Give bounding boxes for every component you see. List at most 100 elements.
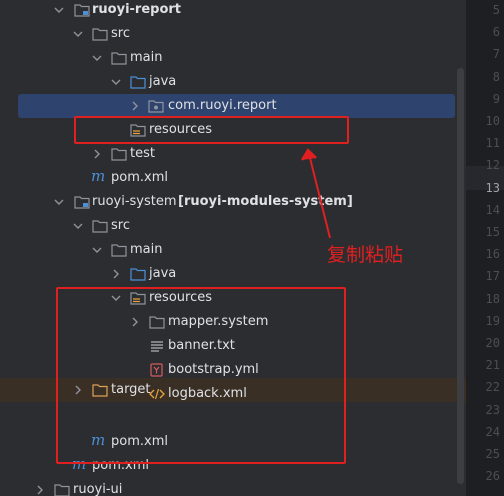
tree-row-pom[interactable]: m pom.xml <box>0 454 466 478</box>
project-tree: ruoyi-report src main java com.ruoyi.rep… <box>0 0 466 496</box>
tree-row-ruoyi-system[interactable]: ruoyi-system [ruoyi-modules-system] <box>0 190 466 214</box>
chevron-right-icon[interactable] <box>92 149 102 159</box>
source-root-folder-icon <box>130 267 146 281</box>
tree-item-label: main <box>130 242 163 257</box>
tree-item-label: pom.xml <box>111 170 168 185</box>
line-number: 12 <box>485 158 500 173</box>
tree-row-test[interactable]: test <box>0 142 466 166</box>
folder-icon <box>149 315 165 329</box>
excluded-folder-icon <box>92 383 108 397</box>
tree-item-label: resources <box>149 122 213 137</box>
selection-highlight <box>18 94 455 118</box>
module-folder-icon <box>74 3 90 17</box>
line-number: 25 <box>485 447 500 461</box>
tree-row-banner-txt[interactable]: banner.txt <box>0 334 466 358</box>
editor-gutter <box>466 0 504 496</box>
line-number: 5 <box>492 3 500 17</box>
line-number: 6 <box>492 25 500 40</box>
tree-item-label: src <box>111 26 130 41</box>
chevron-down-icon[interactable] <box>54 5 64 15</box>
annotation-text: 复制粘贴 <box>327 244 404 266</box>
chevron-right-icon[interactable] <box>73 385 83 395</box>
tree-row-bootstrap-yml[interactable]: bootstrap.yml <box>0 358 466 382</box>
source-root-folder-icon <box>130 75 146 89</box>
tree-item-label: resources <box>149 290 213 305</box>
chevron-right-icon[interactable] <box>35 485 45 495</box>
line-number: 8 <box>492 69 500 84</box>
tree-item-label: test <box>130 146 155 161</box>
tree-row-src[interactable]: src <box>0 214 466 238</box>
tree-item-label: pom.xml <box>111 434 168 449</box>
chevron-right-icon[interactable] <box>111 269 121 279</box>
tree-item-label: java <box>149 74 177 89</box>
tree-row-target[interactable]: target <box>0 378 466 402</box>
tree-row-com-ruoyi-report[interactable]: com.ruoyi.report <box>0 94 466 118</box>
tree-item-label: pom.xml <box>92 458 149 473</box>
tree-item-label: java <box>149 266 177 281</box>
line-number: 11 <box>485 136 500 151</box>
chevron-down-icon[interactable] <box>111 293 121 303</box>
tree-item-label: ruoyi-system <box>92 194 177 209</box>
chevron-down-icon[interactable] <box>73 29 83 39</box>
xml-file-icon <box>149 387 165 401</box>
package-icon <box>148 99 164 113</box>
folder-icon <box>111 51 127 65</box>
resources-folder-icon <box>130 291 146 305</box>
annotation-arrow-icon <box>300 148 331 239</box>
current-line-highlight <box>466 166 504 190</box>
tree-row-main[interactable]: main <box>0 238 466 262</box>
chevron-right-icon[interactable] <box>130 101 140 111</box>
tree-row-ruoyi-ui[interactable]: ruoyi-ui <box>0 478 466 496</box>
tree-row-pom[interactable]: m pom.xml <box>0 430 466 454</box>
chevron-down-icon[interactable] <box>92 53 102 63</box>
text-file-icon <box>149 339 165 353</box>
line-number: 15 <box>485 225 500 239</box>
folder-icon <box>54 483 70 496</box>
tree-item-label: ruoyi-report <box>92 2 182 17</box>
maven-icon: m <box>91 167 106 185</box>
annotation-box-source <box>74 116 349 144</box>
chevron-right-icon[interactable] <box>130 317 140 327</box>
tree-row-src[interactable]: src <box>0 22 466 46</box>
line-number: 26 <box>485 469 500 484</box>
line-number: 19 <box>485 313 500 328</box>
line-number: 24 <box>485 424 500 439</box>
tree-row-java[interactable]: java <box>0 262 466 286</box>
line-number: 14 <box>485 202 500 217</box>
tree-row-logback-xml[interactable]: logback.xml <box>0 382 466 406</box>
line-number: 9 <box>492 91 500 106</box>
tree-row-resources[interactable]: resources <box>0 118 466 142</box>
folder-icon <box>92 219 108 233</box>
line-number: 18 <box>485 291 500 306</box>
line-number: 13 <box>485 180 500 195</box>
tree-row-mapper-system[interactable]: mapper.system <box>0 310 466 334</box>
tree-row-main[interactable]: main <box>0 46 466 70</box>
tree-item-label: logback.xml <box>168 386 247 401</box>
tree-item-label: src <box>111 218 130 233</box>
chevron-down-icon[interactable] <box>92 245 102 255</box>
tree-item-label: target <box>111 382 151 397</box>
chevron-down-icon[interactable] <box>111 77 121 87</box>
line-number: 23 <box>485 402 500 417</box>
module-name-suffix: [ruoyi-modules-system] <box>178 194 353 209</box>
line-number: 16 <box>485 247 500 262</box>
chevron-down-icon[interactable] <box>54 197 64 207</box>
maven-icon: m <box>72 455 87 473</box>
folder-icon <box>111 243 127 257</box>
tree-row-resources[interactable]: resources <box>0 286 466 310</box>
vertical-scrollbar[interactable] <box>457 68 464 484</box>
tree-item-label: mapper.system <box>168 314 269 329</box>
annotation-box-target <box>56 287 346 464</box>
line-number: 10 <box>485 114 500 128</box>
folder-icon <box>92 27 108 41</box>
tree-item-label: com.ruoyi.report <box>168 98 277 113</box>
tree-row-pom[interactable]: m pom.xml <box>0 166 466 190</box>
tree-row-java[interactable]: java <box>0 70 466 94</box>
yaml-file-icon <box>149 363 165 377</box>
tree-item-label: main <box>130 50 163 65</box>
tree-row-ruoyi-report[interactable]: ruoyi-report <box>0 0 466 22</box>
tree-item-label: banner.txt <box>168 338 235 353</box>
chevron-down-icon[interactable] <box>73 221 83 231</box>
tree-item-label: bootstrap.yml <box>168 362 259 377</box>
maven-icon: m <box>91 431 106 449</box>
